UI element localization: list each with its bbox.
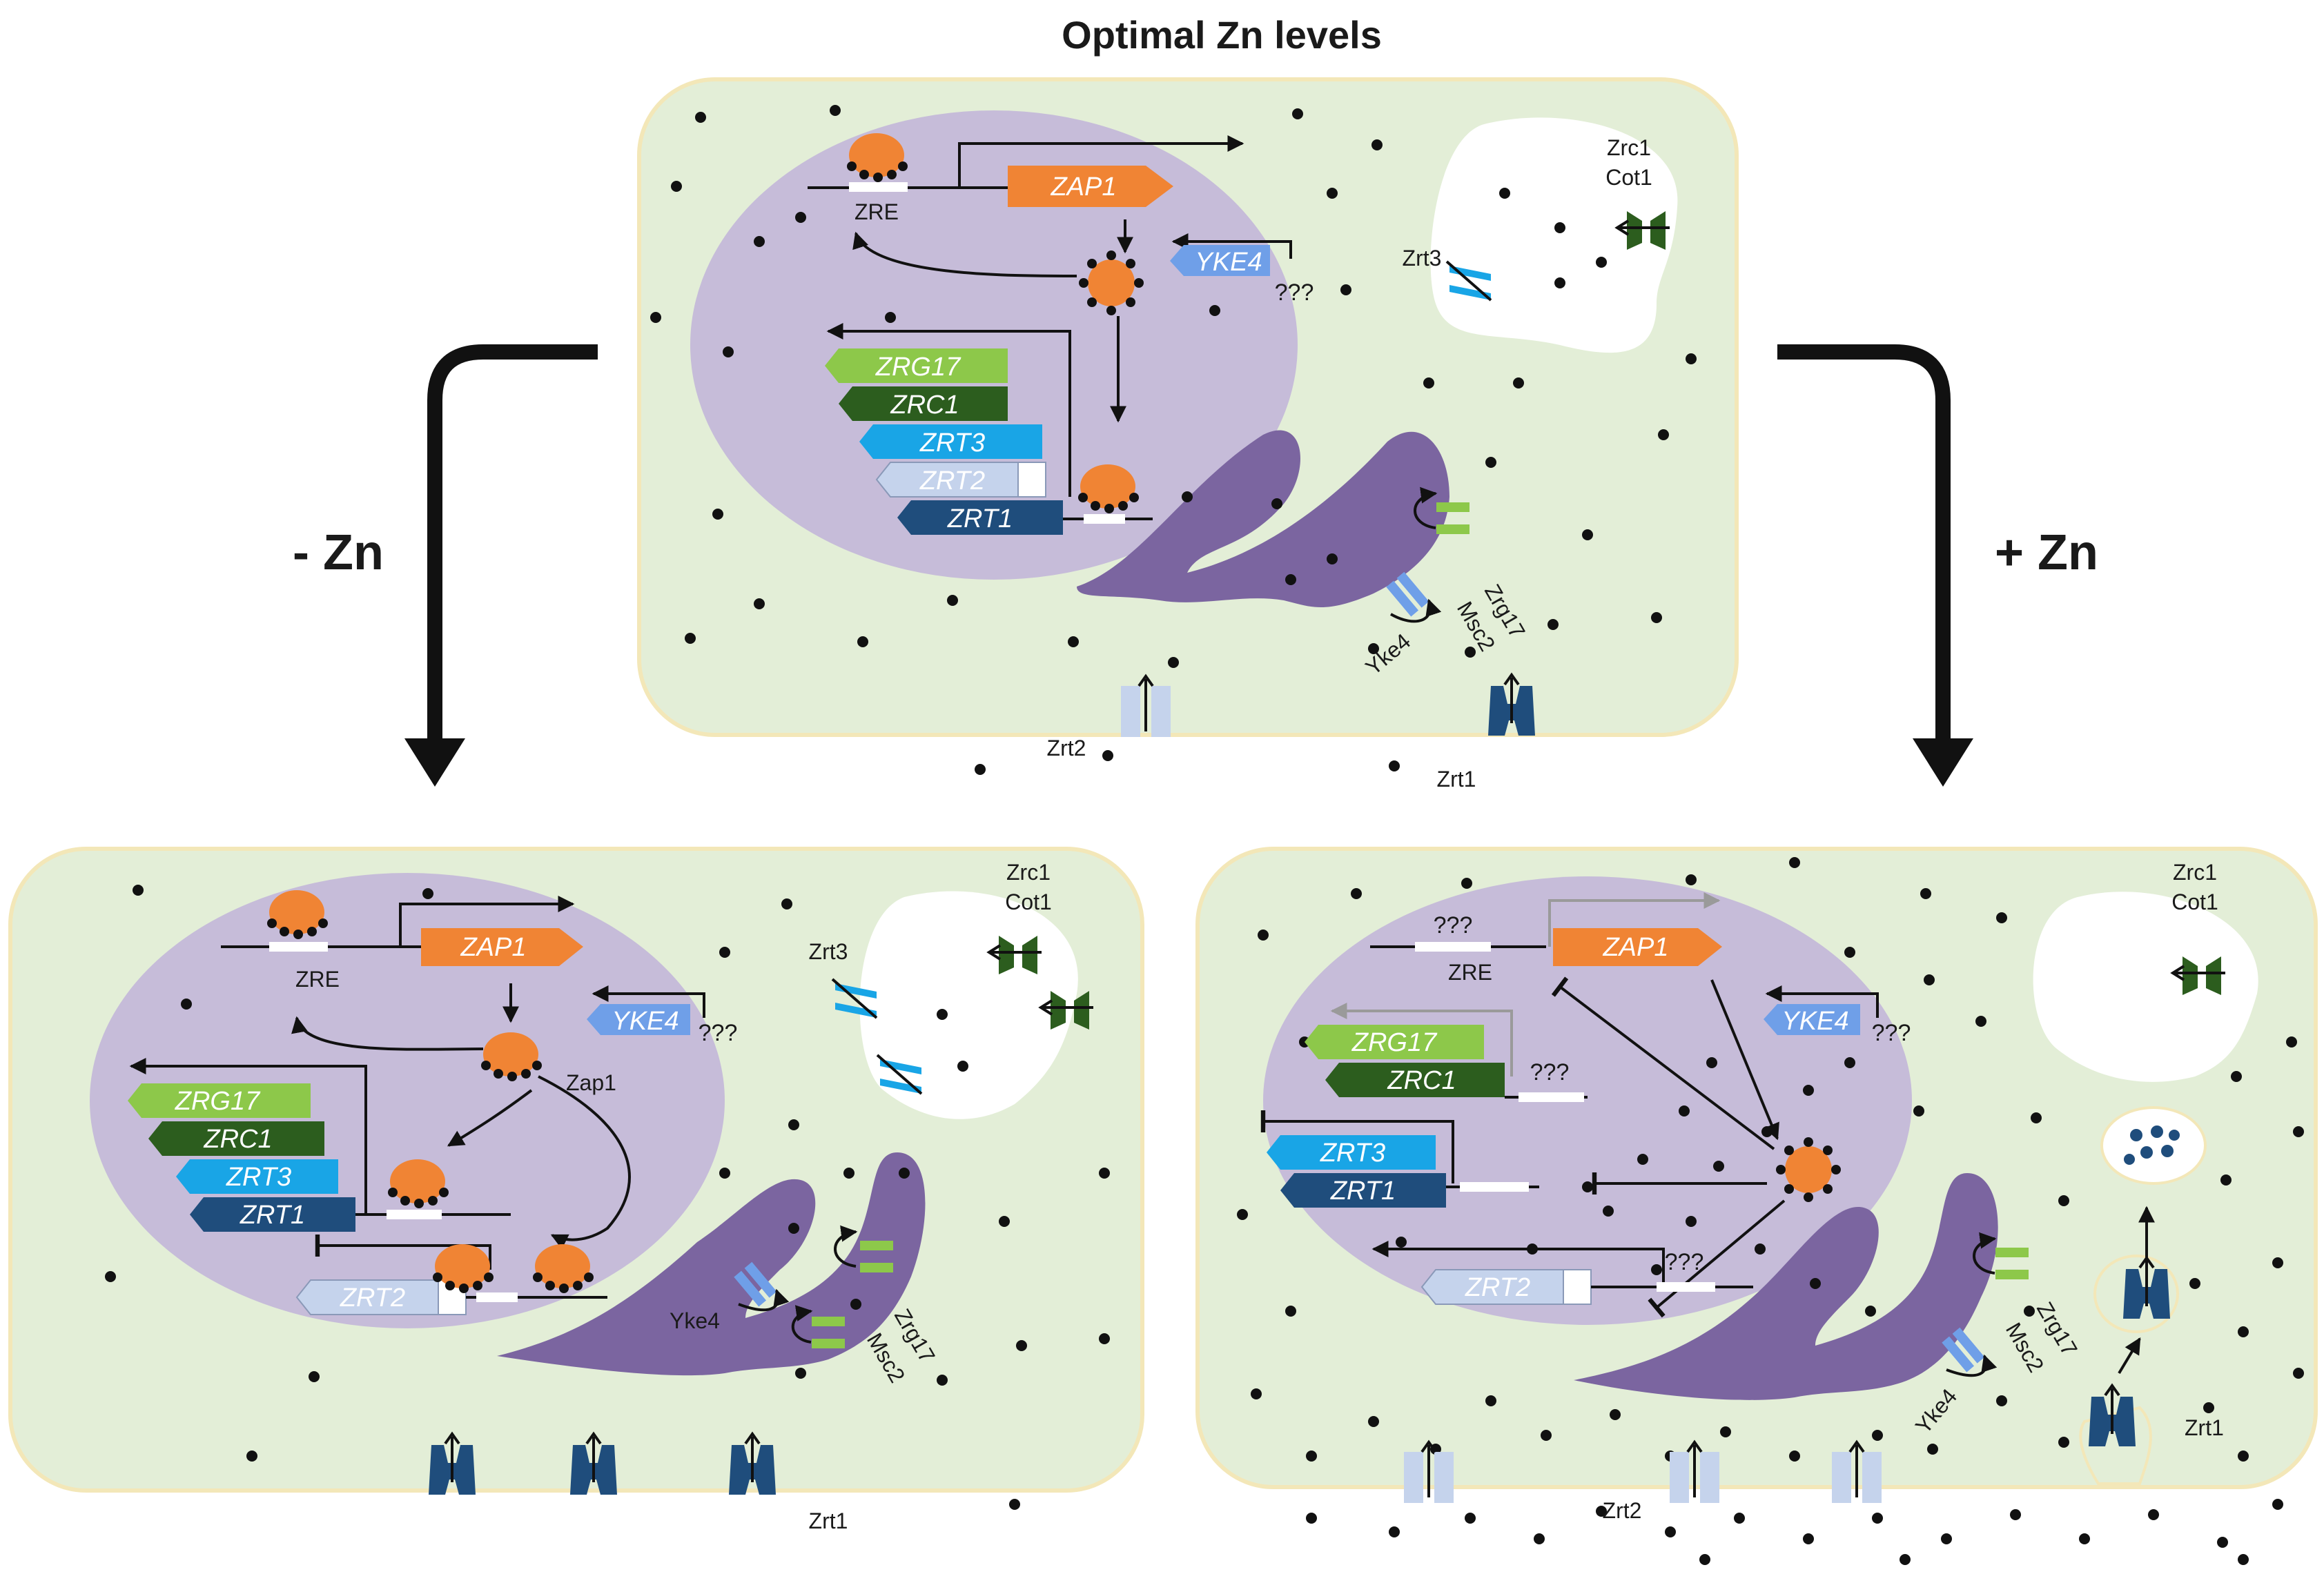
gene-zrt2 [875, 462, 1019, 498]
gene-zrt2-label: ZRT2 [340, 1284, 405, 1312]
gene-yke4-label: YKE4 [1781, 1007, 1848, 1036]
endoplasmic-reticulum [1077, 430, 1449, 607]
gene-zap1-label: ZAP1 [460, 933, 526, 962]
zrt1-label: Zrt1 [2185, 1415, 2224, 1440]
gene-yke4 [587, 1004, 690, 1035]
arrow-minus-zn-head [404, 738, 465, 787]
zrt1-label: Zrt1 [809, 1508, 848, 1533]
gene-zrc1-label: ZRC1 [890, 391, 959, 420]
gene-zrg17 [825, 348, 1008, 383]
gene-zrg17 [1305, 1025, 1484, 1059]
gene-zrt2-label: ZRT2 [919, 466, 985, 495]
gene-zap1 [1553, 928, 1722, 966]
zrt2-label: Zrt2 [1047, 736, 1086, 760]
gene-zrt1 [897, 500, 1063, 535]
zrc1-label: Zrc1 [1006, 860, 1051, 885]
endoplasmic-reticulum [1574, 1173, 1998, 1400]
vacuole [2033, 892, 2258, 1082]
gene-yke4-label: YKE4 [1195, 248, 1262, 277]
gene-yke4 [1764, 1004, 1860, 1035]
gene-zrc1 [839, 386, 1008, 421]
unknown-label: ??? [1275, 279, 1314, 306]
zrt3-label: Zrt3 [809, 939, 848, 964]
vacuole [1430, 117, 1678, 353]
cot1-label: Cot1 [1605, 165, 1652, 190]
zrt2-label: Zrt2 [1603, 1498, 1642, 1523]
gene-zrg17-label: ZRG17 [875, 353, 961, 382]
zrc1-label: Zrc1 [2173, 860, 2217, 885]
unknown-label: ??? [1530, 1059, 1570, 1085]
cot1-label: Cot1 [2171, 889, 2218, 914]
nucleus [1263, 876, 1912, 1325]
unknown-label: ??? [1872, 1020, 1911, 1046]
gene-zrc1-label: ZRC1 [1387, 1066, 1456, 1095]
yke4-label: Yke4 [670, 1308, 720, 1333]
gene-zrg17-label: ZRG17 [1351, 1028, 1438, 1057]
condition-minus-zn: - Zn [293, 525, 384, 580]
gene-zrt3 [859, 424, 1042, 459]
gene-zrc1 [148, 1121, 324, 1156]
arrow-plus-zn-head [1913, 738, 1973, 787]
arrow-minus-zn [427, 344, 598, 745]
gene-zrc1-label: ZRC1 [203, 1125, 272, 1154]
unknown-label: ??? [1434, 912, 1473, 938]
zrt3-label: Zrt3 [1403, 246, 1442, 271]
gene-zrg17-label: ZRG17 [175, 1087, 261, 1116]
zrc1-label: Zrc1 [1607, 135, 1651, 160]
gene-zrt3-label: ZRT3 [1320, 1139, 1385, 1168]
gene-zrt2 [295, 1279, 439, 1315]
gene-zrt1-label: ZRT1 [947, 504, 1013, 533]
zap1-protein-label: Zap1 [566, 1070, 616, 1095]
gene-zrt1-label: ZRT1 [240, 1201, 305, 1230]
vesicle [2100, 1106, 2207, 1185]
gene-yke4 [1170, 245, 1270, 276]
gene-zrt3 [176, 1159, 338, 1194]
gene-zrt1-label: ZRT1 [1330, 1177, 1396, 1206]
cell-minus-zn: ZRE ZAP1 Zap1 YKE4 ??? ZRG17 ZRC1 ZRT3 Z… [8, 847, 1144, 1533]
zre-label: ZRE [1448, 960, 1492, 985]
zre-label: ZRE [855, 199, 899, 224]
unknown-label: ??? [1665, 1249, 1704, 1275]
zrt1-label: Zrt1 [1437, 767, 1476, 792]
gene-zap1-label: ZAP1 [1050, 173, 1116, 201]
nucleus [690, 110, 1298, 580]
arrow-plus-zn [1777, 344, 1951, 745]
gene-zrt2 [1420, 1269, 1564, 1305]
title: Optimal Zn levels [1062, 13, 1382, 57]
gene-zrc1 [1325, 1063, 1505, 1097]
gene-zrt3-label: ZRT3 [226, 1163, 291, 1192]
gene-zrt2-label: ZRT2 [1465, 1273, 1530, 1302]
zre-label: ZRE [295, 967, 340, 992]
cell-optimal: ZRE ZAP1 YKE4 ??? ZRG17 ZRC1 ZRT3 ZRT2 Z… [637, 77, 1739, 792]
gene-zap1-label: ZAP1 [1602, 933, 1668, 962]
unknown-label: ??? [699, 1020, 738, 1046]
zinc-dots [105, 885, 1110, 1510]
gene-zrg17 [128, 1083, 311, 1118]
gene-zrt3-label: ZRT3 [919, 429, 985, 458]
gene-zrt3 [1267, 1135, 1436, 1170]
gene-zap1 [421, 928, 583, 966]
gene-zrt1 [190, 1197, 355, 1232]
gene-zrt1 [1280, 1173, 1446, 1208]
condition-plus-zn: + Zn [1995, 525, 2098, 580]
cot1-label: Cot1 [1005, 889, 1052, 914]
gene-yke4-label: YKE4 [612, 1007, 678, 1036]
zinc-dots [650, 105, 1697, 775]
gene-zap1 [1008, 166, 1173, 207]
cell-plus-zn: ??? ZRE ZAP1 YKE4 ??? ZRG17 ZRC1 ??? ZRT… [1195, 847, 2318, 1565]
